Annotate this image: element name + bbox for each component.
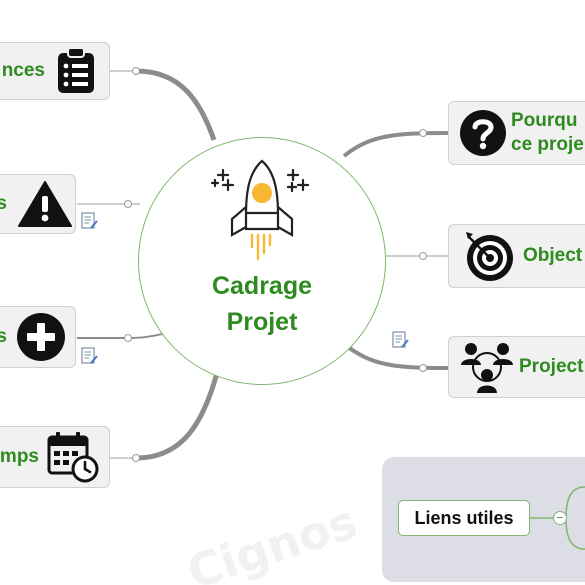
calendar-clock-icon bbox=[47, 431, 99, 483]
connector-pourquoi bbox=[342, 131, 449, 158]
useful-links-node[interactable]: Liens utiles bbox=[398, 500, 530, 536]
note-icon[interactable] bbox=[392, 331, 410, 349]
branch-node-clipboard[interactable]: nces bbox=[0, 42, 110, 100]
branch-label: Project bbox=[519, 356, 584, 377]
branch-node-warning[interactable]: s bbox=[0, 174, 76, 234]
branch-label: Object bbox=[523, 245, 583, 266]
central-topic-line2: Projet bbox=[226, 308, 298, 336]
connector-project bbox=[342, 342, 449, 370]
branch-label: s bbox=[0, 325, 7, 349]
collapse-toggle[interactable]: − bbox=[553, 511, 567, 525]
branch-node-pourquoi[interactable]: Pourqu ce proje bbox=[448, 101, 585, 165]
branch-node-calendar[interactable]: mps bbox=[0, 426, 110, 488]
central-topic-line1: Cadrage bbox=[211, 272, 313, 300]
central-topic[interactable] bbox=[138, 137, 386, 385]
rocket-icon bbox=[210, 159, 310, 261]
plus-circle-icon bbox=[16, 312, 66, 362]
clipboard-icon bbox=[57, 48, 95, 94]
branch-node-plus[interactable]: s bbox=[0, 306, 76, 368]
team-icon bbox=[459, 339, 515, 395]
connector-calendar bbox=[135, 361, 223, 461]
note-icon[interactable] bbox=[81, 347, 99, 365]
branch-label: s bbox=[0, 192, 7, 216]
branch-label: mps bbox=[0, 446, 39, 467]
note-icon[interactable] bbox=[81, 212, 99, 230]
branch-node-objectifs[interactable]: Object bbox=[448, 224, 585, 288]
connector-top-left bbox=[135, 68, 217, 141]
branch-node-project[interactable]: Project bbox=[448, 336, 585, 398]
question-circle-icon bbox=[459, 109, 507, 157]
target-icon bbox=[463, 229, 517, 283]
warning-icon bbox=[18, 180, 72, 228]
branch-label-line1: Pourqu bbox=[511, 110, 578, 131]
branch-label-line2: ce proje bbox=[511, 134, 584, 155]
branch-label: nces bbox=[1, 60, 45, 81]
